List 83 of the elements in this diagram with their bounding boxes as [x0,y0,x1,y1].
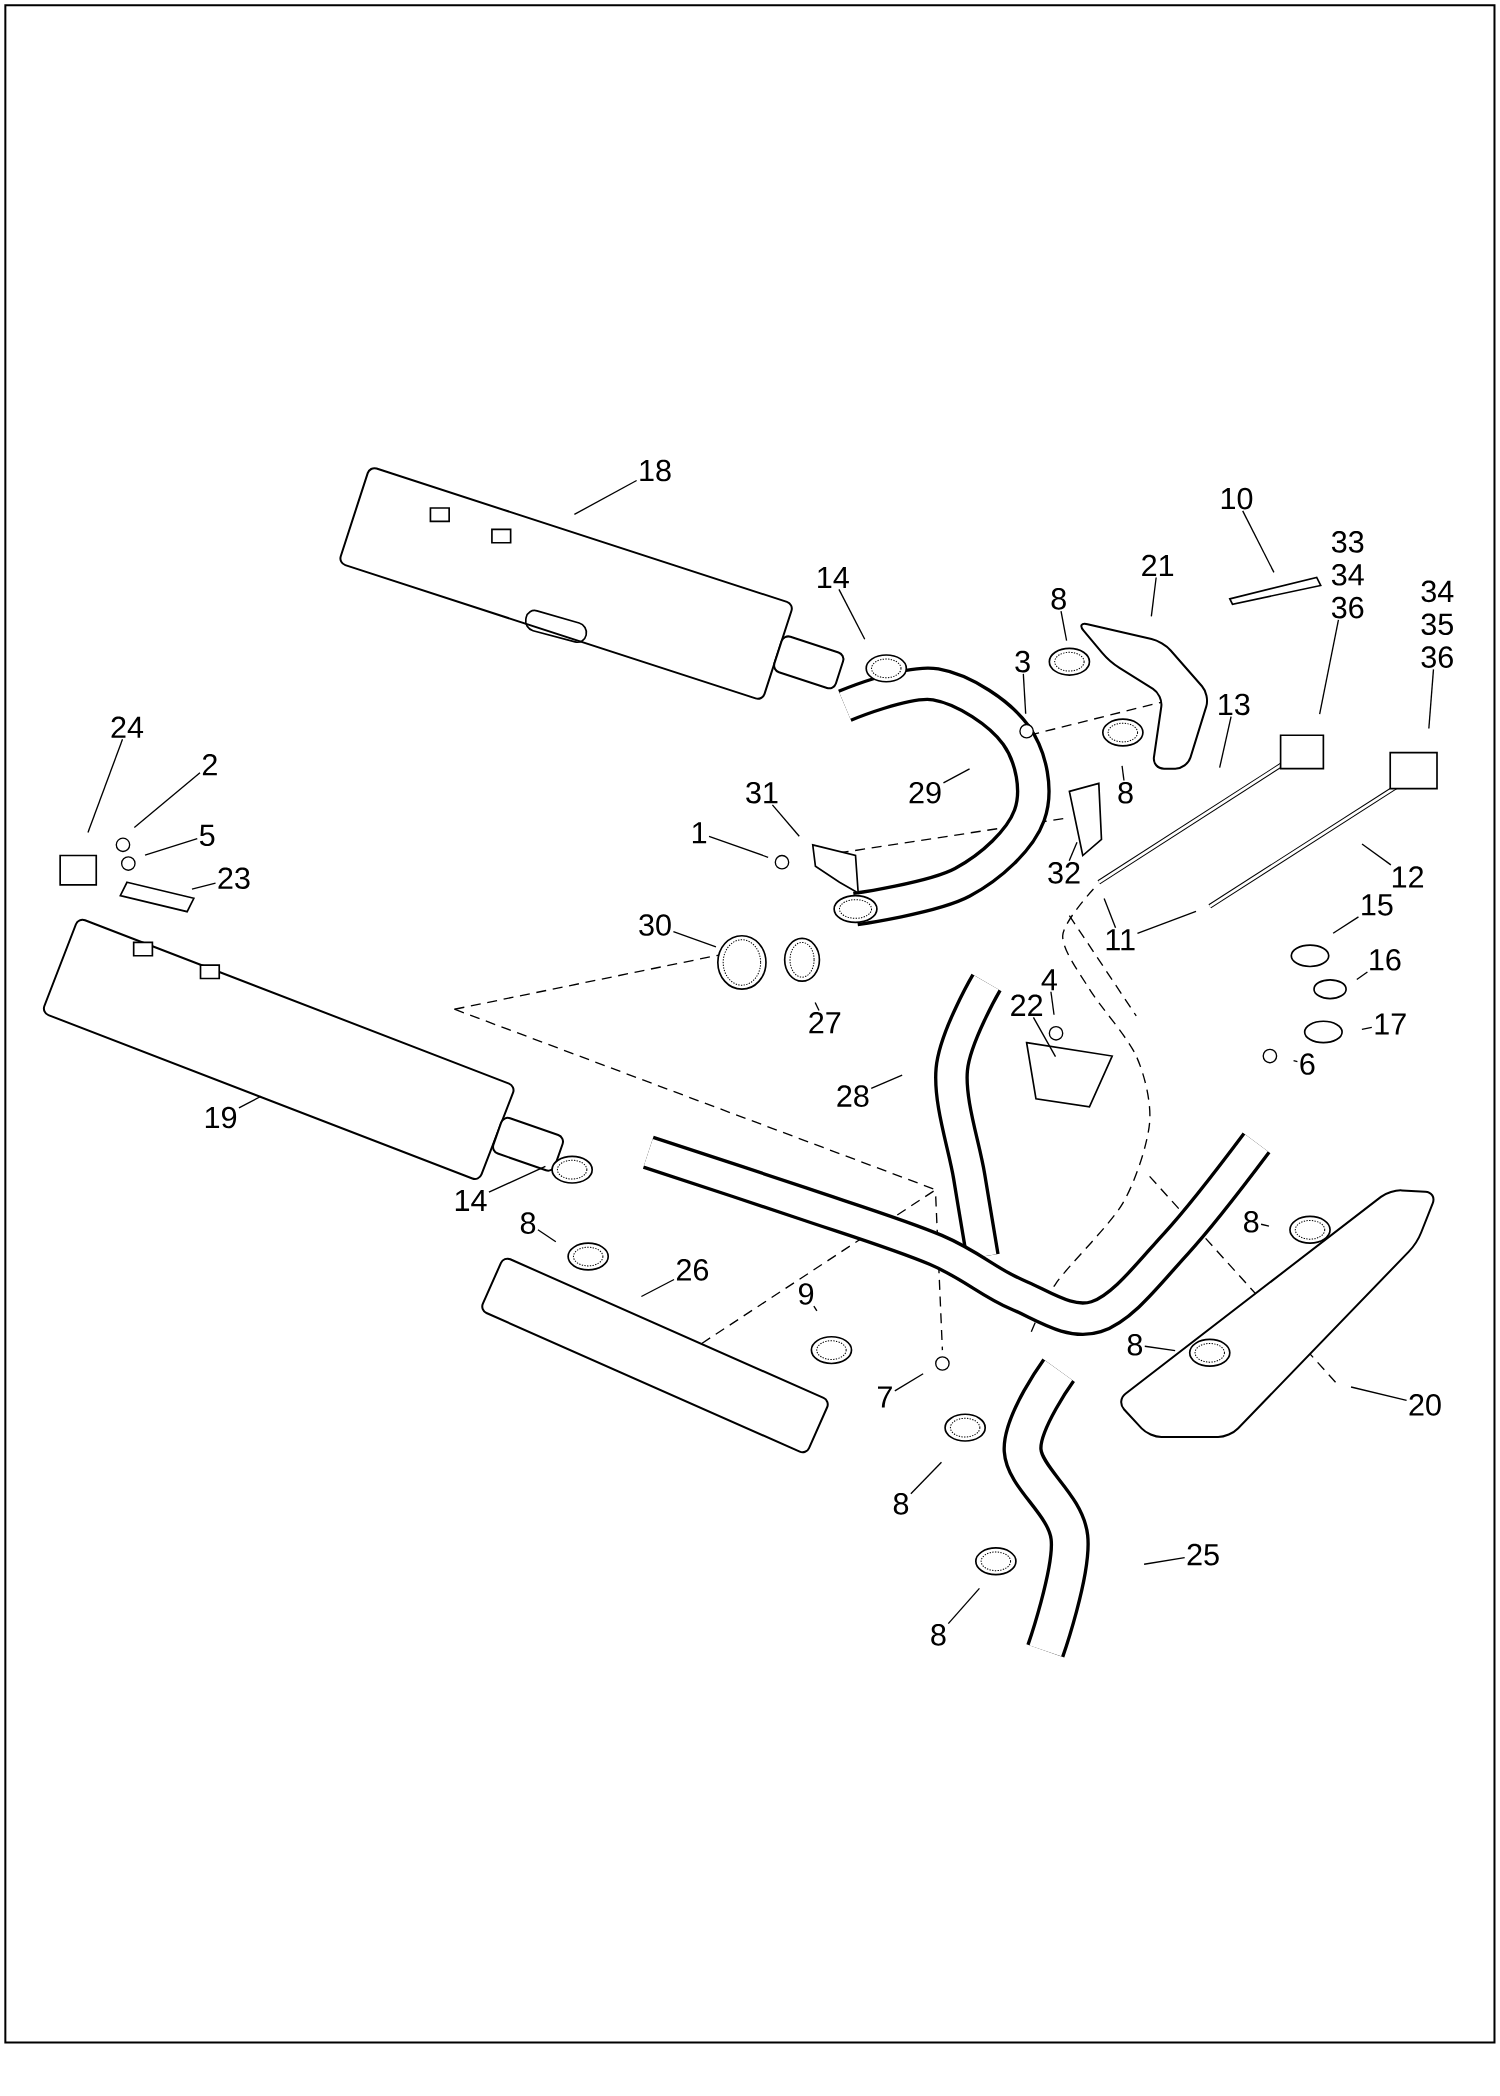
leader-line [1068,841,1078,862]
callout-number: 32 [1048,862,1080,884]
leader-line [947,1587,981,1625]
leader-line [910,1461,943,1495]
leader-line [894,1373,924,1392]
leader-line [1361,843,1392,866]
leader-line [573,479,638,516]
leader-line [870,1074,903,1089]
leader-line [813,1305,818,1312]
leader-line [191,882,217,890]
callout-number: 16 [1370,948,1401,971]
leader-line [1260,1223,1270,1227]
leader-line [87,738,124,834]
leader-line [1143,1556,1186,1565]
leader-line [1050,991,1055,1016]
callout-number: 25 [1187,1543,1219,1566]
callout-number: 26 [677,1259,709,1281]
callout-number: 12 [1393,866,1424,888]
callout-number: 20 [1409,1394,1441,1416]
callout-number: 21 [1142,554,1174,577]
callout-number: 22 [1011,994,1043,1016]
leader-line [537,1229,557,1243]
callout-number: 29 [909,781,941,804]
callout-number: 13 [1219,693,1250,716]
leader-line [1060,610,1068,642]
callout-number: 8 [520,1212,536,1234]
leader-line [1350,1386,1408,1402]
leader-line [144,837,199,856]
callout-number: 24 [111,716,144,738]
leader-line [838,588,866,640]
callout-number: 34 35 36 [1421,580,1454,668]
callout-number: 4 [1041,969,1058,991]
leader-line [238,1095,262,1109]
callout-number: 8 [931,1624,946,1646]
callout-number: 1 [693,822,707,844]
leader-line [814,1001,820,1012]
callout-number: 31 [746,781,778,804]
leader-line [1144,1345,1176,1352]
leader-line [708,835,769,858]
callout-number: 33 34 36 [1332,531,1364,619]
callout-number: 7 [878,1386,892,1408]
callout-number: 18 [640,459,671,482]
leader-line [1332,916,1360,934]
callout-number: 8 [1118,781,1133,804]
callout-number: 28 [837,1085,869,1107]
leader-line [1121,765,1125,782]
callout-number: 8 [893,1493,909,1515]
callout-number: 6 [1300,1053,1315,1075]
leader-line [1219,716,1232,769]
callout-number: 9 [799,1283,814,1305]
callout-number: 19 [206,1106,237,1129]
leader-line [1319,619,1340,715]
leader-line [942,768,971,784]
callout-number: 17 [1375,1013,1406,1035]
callout-number: 8 [1051,588,1066,610]
leader-line [1103,897,1117,929]
callout-number: 30 [639,914,671,936]
callout-number: 11 [1106,929,1135,951]
leader-line [1136,910,1197,934]
callout-number: 14 [818,566,849,588]
leader-line [1428,668,1435,730]
callout-number: 3 [1015,650,1030,673]
callout-number: 27 [809,1011,841,1034]
leader-line [1242,510,1275,574]
leader-line [488,1165,547,1193]
callout-number: 15 [1362,894,1393,916]
leader-line [1150,576,1157,618]
leader-line [1293,1060,1299,1063]
leader-line [1022,673,1027,715]
callout-number: 10 [1221,487,1253,510]
callout-number: 2 [203,753,217,776]
callout-number: 5 [200,824,215,847]
leader-line [771,804,800,837]
leader-line [1356,971,1369,981]
leader-line [133,772,201,829]
leader-line [672,930,717,948]
callout-number: 8 [1244,1210,1259,1233]
callout-number: 14 [455,1189,487,1211]
callout-number: 8 [1127,1333,1143,1356]
callout-number: 23 [218,867,250,890]
leader-line [1032,1016,1057,1058]
leader-line [640,1278,675,1298]
leader-line [1361,1026,1373,1030]
